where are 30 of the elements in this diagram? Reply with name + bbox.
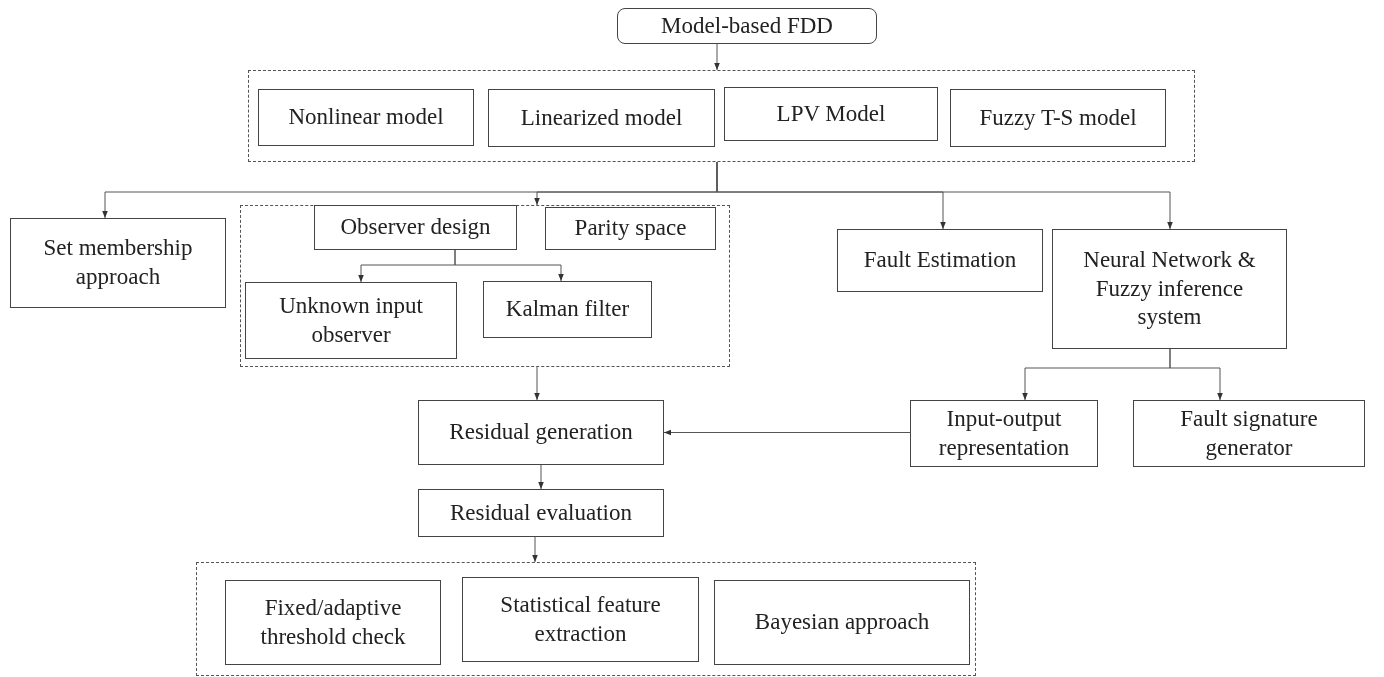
arrow bbox=[714, 43, 720, 71]
process-box: Kalman filter bbox=[483, 281, 652, 338]
process-box: Bayesian approach bbox=[714, 580, 970, 665]
arrow bbox=[663, 429, 911, 436]
process-box: Parity space bbox=[545, 207, 716, 250]
process-box: Neural Network & Fuzzy inference system bbox=[1052, 229, 1287, 349]
process-box: Statistical feature extraction bbox=[462, 577, 699, 662]
arrow bbox=[454, 249, 564, 282]
process-box: Fault signature generator bbox=[1133, 400, 1365, 467]
process-box: Model-based FDD bbox=[617, 8, 877, 44]
process-box: Set membership approach bbox=[10, 218, 226, 308]
process-box: Fuzzy T-S model bbox=[950, 89, 1166, 147]
dashed-group-box bbox=[240, 205, 730, 367]
arrow bbox=[538, 464, 544, 490]
arrow bbox=[532, 536, 538, 563]
process-box: Observer design bbox=[314, 205, 517, 250]
arrow bbox=[716, 161, 1173, 230]
arrow bbox=[534, 366, 540, 401]
process-box: LPV Model bbox=[724, 87, 938, 141]
process-box: Nonlinear model bbox=[258, 89, 474, 146]
process-box: Fixed/adaptive threshold check bbox=[225, 580, 441, 665]
process-box: Fault Estimation bbox=[837, 229, 1043, 292]
process-box: Unknown input observer bbox=[245, 282, 457, 359]
arrow bbox=[1169, 348, 1223, 401]
process-box: Linearized model bbox=[488, 89, 715, 147]
process-box: Residual generation bbox=[418, 400, 664, 465]
dashed-group-box bbox=[248, 70, 1195, 162]
dashed-group-box bbox=[196, 562, 976, 676]
process-box: Residual evaluation bbox=[418, 489, 664, 537]
process-box: Input-output representation bbox=[910, 400, 1098, 467]
